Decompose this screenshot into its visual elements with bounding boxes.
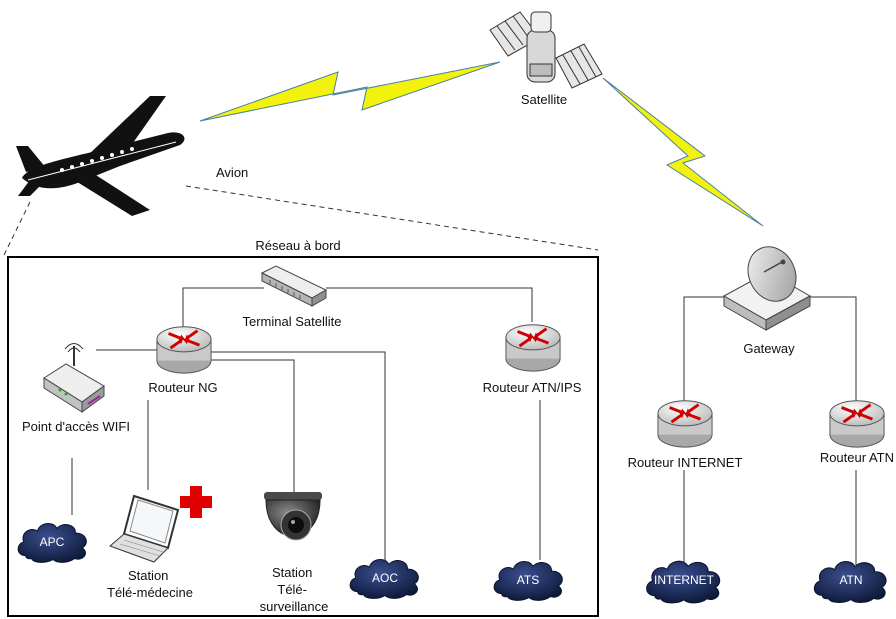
- gateway-label: Gateway: [743, 341, 795, 356]
- satellite-link-right: [602, 77, 764, 227]
- zoom-lines: [3, 185, 599, 256]
- satellite-icon: [489, 11, 603, 89]
- cloud-aoc: AOC: [349, 558, 419, 599]
- satellite-dish-icon: [722, 246, 812, 331]
- wifi-access-point-icon: [43, 343, 105, 413]
- switch-icon: [260, 265, 328, 307]
- cloud-internet: INTERNET: [646, 560, 721, 604]
- router-icon-internet: [656, 399, 714, 449]
- terminal-satellite-label: Terminal Satellite: [243, 314, 342, 329]
- router-icon-ng: [155, 325, 213, 375]
- svg-text:AOC: AOC: [372, 571, 398, 585]
- camera-icon: [264, 492, 322, 541]
- avion-label: Avion: [216, 165, 248, 180]
- satellite-label: Satellite: [521, 92, 567, 107]
- ground-links: [683, 296, 857, 565]
- laptop-icon: [109, 494, 180, 563]
- reseau-a-bord-label: Réseau à bord: [255, 238, 340, 253]
- svg-text:ATS: ATS: [517, 573, 539, 587]
- airplane-icon: [16, 96, 185, 216]
- station-tele-medecine-label: Station Télé-médecine: [107, 568, 193, 600]
- point-acces-wifi-label: Point d'accès WIFI: [22, 419, 130, 434]
- onboard-network-frame: [7, 256, 599, 617]
- station-tele-surveillance-label: Station Télé- surveillance: [260, 565, 329, 614]
- satellite-link-left: [199, 61, 501, 122]
- svg-text:ATN: ATN: [839, 573, 862, 587]
- routeur-ng-label: Routeur NG: [148, 380, 217, 395]
- router-icon-atn: [828, 399, 886, 449]
- routeur-atn-ips-label: Routeur ATN/IPS: [483, 380, 582, 395]
- routeur-internet-label: Routeur INTERNET: [628, 455, 743, 470]
- svg-text:APC: APC: [40, 535, 65, 549]
- routeur-atn-label: Routeur ATN: [820, 450, 894, 465]
- medical-cross-icon: [180, 486, 212, 518]
- cloud-apc: APC: [17, 522, 87, 563]
- cloud-atn: ATN: [813, 561, 887, 603]
- cloud-ats: ATS: [493, 560, 563, 601]
- router-icon-atn-ips: [504, 323, 562, 373]
- svg-text:INTERNET: INTERNET: [654, 573, 715, 587]
